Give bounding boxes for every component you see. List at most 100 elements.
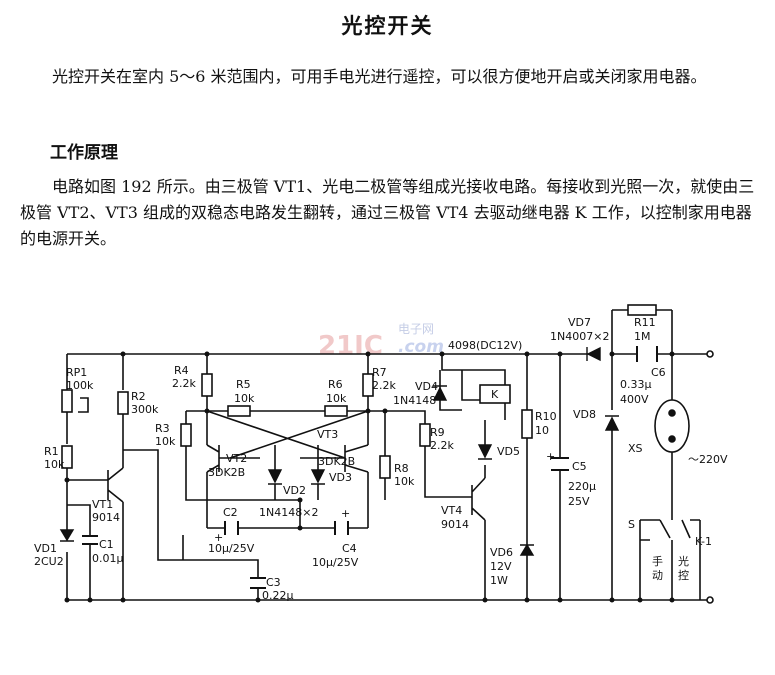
s-label: S [628, 518, 635, 531]
relay-coil [479, 384, 511, 404]
r11-label: R11 [634, 316, 656, 329]
vd3-label: VD3 [329, 471, 352, 484]
watermark-com: .com [398, 337, 444, 357]
mains-label: ～220V [688, 453, 728, 466]
diodes [59, 346, 620, 556]
r3-value: 10k [155, 435, 176, 448]
c6-voltage: 400V [620, 393, 649, 406]
c5-value: 220μ [568, 480, 596, 493]
vt2-label: VT2 [226, 452, 247, 465]
c6-value: 0.33μ [620, 378, 652, 391]
principle-paragraph: 电路如图 192 所示。由三极管 VT1、光电二极管等组成光接收电路。每接收到光… [20, 177, 755, 248]
vd6-voltage: 12V [490, 560, 512, 573]
vt4-label: VT4 [441, 504, 462, 517]
relay-label: K [491, 388, 499, 401]
c2-value: 10μ/25V [208, 542, 255, 555]
r7-label: R7 [372, 366, 387, 379]
r3-resistor [180, 423, 192, 447]
vd8-diode [604, 415, 620, 431]
vd8-label: VD8 [573, 408, 596, 421]
c2-label: C2 [223, 506, 238, 519]
r6-label: R6 [328, 378, 343, 391]
r4-resistor [201, 373, 213, 397]
vd7-diode [586, 346, 601, 362]
r1-resistor [61, 445, 73, 469]
vd7-label: VD7 [568, 316, 591, 329]
resistors [61, 304, 657, 479]
watermark-brand: 21IC [318, 331, 383, 361]
vd1-value: 2CU2 [34, 555, 64, 568]
r9-label: R9 [430, 426, 445, 439]
relay-model: 4098(DC12V) [448, 339, 522, 352]
c6-label: C6 [651, 366, 666, 379]
r4-label: R4 [174, 364, 189, 377]
c3-capacitor [250, 577, 266, 589]
c6-capacitor [636, 346, 658, 362]
page-title: 光控开关 [341, 13, 434, 38]
r6-value: 10k [326, 392, 347, 405]
capacitors [82, 346, 658, 589]
vd2-label: VD2 [283, 484, 306, 497]
rp1-resistor [61, 389, 73, 413]
r8-label: R8 [394, 462, 409, 475]
vd3-diode [310, 469, 326, 485]
c2-capacitor [224, 521, 239, 535]
c4-value: 10μ/25V [312, 556, 359, 569]
c1-value: 0.01μ [92, 552, 124, 565]
c1-label: C1 [99, 538, 114, 551]
vd6-label: VD6 [490, 546, 513, 559]
vd4-label: VD4 [415, 380, 438, 393]
vd2-diode [267, 469, 283, 485]
vd4-value: 1N4148 [393, 394, 436, 407]
component-labels: RP1 100k R1 10k R2 300k VT1 9014 VD1 2CU… [34, 316, 728, 602]
k1-label-1: 光 [678, 554, 689, 568]
vt2-value: 3DK2B [208, 466, 245, 479]
c3-label: C3 [266, 576, 281, 589]
r8-value: 10k [394, 475, 415, 488]
r2-resistor [117, 391, 129, 415]
vt1-value: 9014 [92, 511, 120, 524]
r2-value: 300k [131, 403, 159, 416]
rp1-value: 100k [66, 379, 94, 392]
c5-voltage: 25V [568, 495, 590, 508]
k1-label: K-1 [695, 535, 712, 548]
s-label-1: 手 [652, 554, 663, 568]
mains-terminals [706, 350, 714, 604]
c3-value: 0.22μ [262, 589, 294, 602]
r9-value: 2.2k [430, 439, 454, 452]
r11-resistor [627, 304, 657, 316]
c5-capacitor [551, 457, 569, 471]
vt3-value: 3DK2B [318, 455, 355, 468]
c5-plus: + [546, 450, 555, 463]
vd4-diode [432, 385, 448, 401]
intro-paragraph: 光控开关在室内 5～6 米范围内，可用手电光进行遥控，可以很方便地开启或关闭家用… [52, 67, 707, 86]
junction-dots [64, 351, 675, 603]
c1-capacitor [82, 535, 98, 545]
r7-value: 2.2k [372, 379, 396, 392]
r11-value: 1M [634, 330, 651, 343]
vd5-label: VD5 [497, 445, 520, 458]
r10-label: R10 [535, 410, 557, 423]
k1-label-2: 控 [678, 568, 689, 582]
r10-value: 10 [535, 424, 549, 437]
r8-resistor [379, 455, 391, 479]
c4-label: C4 [342, 542, 357, 555]
r3-label: R3 [155, 422, 170, 435]
vd1-photodiode [59, 529, 75, 542]
rp1-label: RP1 [66, 366, 87, 379]
vd2-vd3-value: 1N4148×2 [259, 506, 318, 519]
c4-plus: + [341, 507, 350, 520]
r1-value: 10k [44, 458, 65, 471]
watermark-site: 电子网 [398, 322, 434, 336]
r4-value: 2.2k [172, 377, 196, 390]
r5-label: R5 [236, 378, 251, 391]
xs-socket [654, 399, 690, 453]
circuit-wires [65, 309, 708, 601]
r1-label: R1 [44, 445, 59, 458]
s-label-2: 动 [652, 569, 663, 582]
xs-label: XS [628, 442, 643, 455]
vt1-label: VT1 [92, 498, 113, 511]
vd7-value: 1N4007×2 [550, 330, 609, 343]
r9-resistor [419, 423, 431, 447]
